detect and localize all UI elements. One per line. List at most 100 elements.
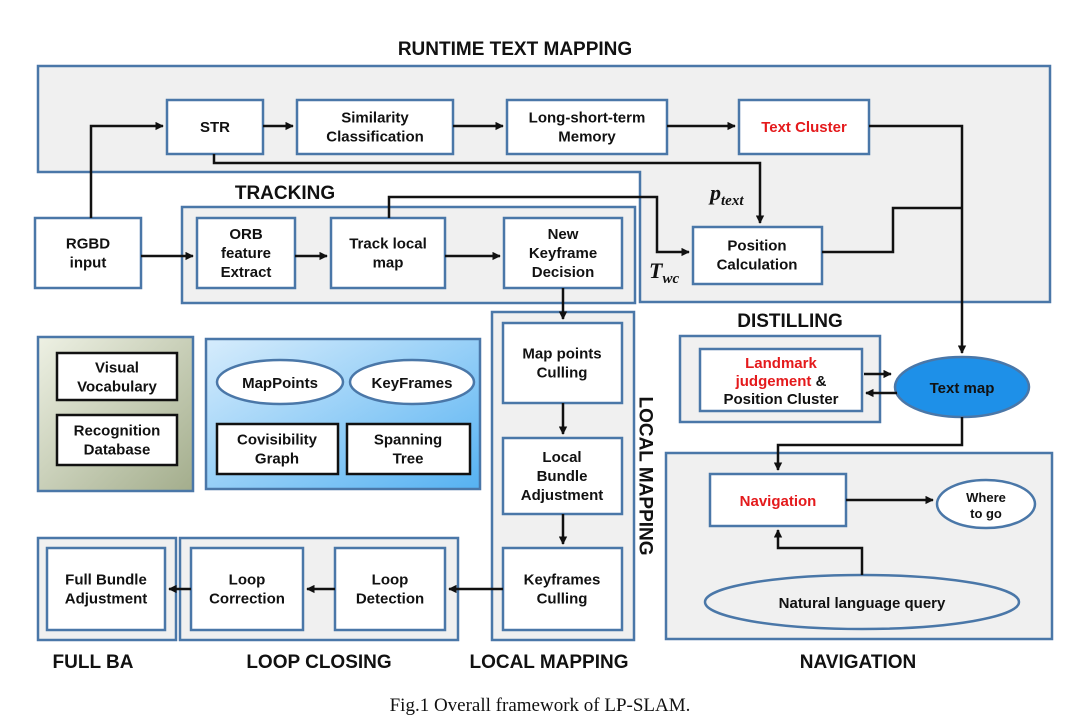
heading-distilling: DISTILLING — [737, 311, 843, 332]
new-keyframe-label-line: Decision — [532, 264, 595, 281]
edge-query-to-navigation — [773, 529, 864, 575]
new-keyframe-label-line: New — [548, 226, 579, 243]
track-local-map-label-line: map — [373, 254, 404, 271]
map-points-culling-label-line: Culling — [537, 364, 588, 381]
visual-vocabulary-label-line: Vocabulary — [77, 378, 157, 395]
full-bundle-box — [45, 546, 167, 632]
edge-str-to-position — [212, 154, 765, 224]
where-to-go-label-line: to go — [970, 506, 1002, 521]
where-to-go-label-line: Where — [966, 490, 1006, 505]
nl-query-label: Natural language query — [779, 595, 946, 612]
position-calculation-box — [691, 225, 824, 286]
recognition-database-label-line: Recognition — [74, 422, 161, 439]
landmark-line1: Landmark — [745, 355, 817, 372]
edge-text-map-to-navigation — [773, 417, 964, 471]
lstm-label-line: Memory — [558, 128, 616, 145]
t-wc-base: T — [649, 258, 664, 283]
heading-loop-closing: LOOP CLOSING — [246, 652, 391, 673]
str-label: STR — [200, 119, 230, 136]
p-text-subscript: text — [721, 193, 744, 209]
edge-rgbd-to-str — [89, 121, 164, 218]
visual-vocabulary-box — [55, 351, 179, 402]
full-bundle-label-line: Full Bundle — [65, 571, 147, 588]
recognition-database-box — [55, 413, 179, 467]
edge-text-cluster-to-text-map — [869, 124, 967, 354]
full-bundle-label-line: Adjustment — [65, 590, 148, 607]
str-label-line: STR — [200, 119, 230, 136]
visual-vocabulary-label-line: Visual — [95, 359, 139, 376]
orb-feature-label-line: Extract — [221, 264, 272, 281]
keyframes-culling-label-line: Culling — [537, 590, 588, 607]
text-cluster-label-line: Text Cluster — [761, 119, 847, 136]
keyframes-culling-box — [501, 546, 624, 632]
where-to-go-ellipse — [935, 478, 1037, 530]
keyframes-label: KeyFrames — [372, 375, 453, 392]
lstm-label-line: Long-short-term — [529, 109, 646, 126]
loop-detection-label-line: Detection — [356, 590, 424, 607]
loop-correction-label-line: Loop — [229, 571, 266, 588]
t-wc-annotation: Twc — [649, 258, 679, 287]
edge-position-to-join — [822, 206, 962, 254]
keyframes-label-line: KeyFrames — [372, 375, 453, 392]
new-keyframe-label-line: Keyframe — [529, 245, 597, 262]
similarity-classification-label-line: Classification — [326, 128, 424, 145]
rgbd-input-label: RGBD input — [66, 235, 110, 271]
orb-feature-label-line: feature — [221, 245, 271, 262]
p-text-base: p — [708, 180, 721, 205]
similarity-classification-label-line: Similarity — [341, 109, 409, 126]
edge-track-to-position — [387, 195, 690, 257]
t-wc-subscript: wc — [662, 271, 679, 287]
landmark-line2: judgement & — [735, 373, 827, 390]
new-keyframe-box — [502, 216, 624, 290]
text-cluster-label: Text Cluster — [761, 119, 847, 136]
rgbd-input-label-line: input — [70, 254, 107, 271]
loop-correction-box — [189, 546, 305, 632]
rgbd-input-label-line: RGBD — [66, 235, 110, 252]
local-ba-label-line: Adjustment — [521, 487, 604, 504]
p-text-annotation: ptext — [708, 180, 744, 209]
map-points-culling-box — [501, 321, 624, 405]
heading-local-mapping: LOCAL MAPPING — [469, 652, 628, 673]
map-points-culling-label-line: Map points — [522, 345, 601, 362]
loop-correction-label-line: Correction — [209, 590, 285, 607]
landmark-ampersand: & — [811, 373, 826, 390]
local-ba-box — [501, 436, 624, 516]
landmark-judgement-word: judgement — [735, 373, 812, 390]
covisibility-label-line: Graph — [255, 450, 299, 467]
keyframes-culling-label-line: Keyframes — [524, 571, 601, 588]
text-map-label: Text map — [930, 380, 995, 397]
covisibility-label-line: Covisibility — [237, 431, 318, 448]
spanning-tree-label-line: Spanning — [374, 431, 442, 448]
orb-feature-box — [195, 216, 297, 290]
track-local-map-box — [329, 216, 447, 290]
navigation-label: Navigation — [740, 493, 817, 510]
mappoints-label: MapPoints — [242, 375, 318, 392]
rgbd-input-box — [33, 216, 143, 290]
spanning-tree-label-line: Tree — [393, 450, 424, 467]
landmark-judgement-box — [698, 347, 864, 413]
figure-caption: Fig.1 Overall framework of LP-SLAM. — [390, 695, 691, 716]
heading-full-ba: FULL BA — [53, 652, 134, 673]
mappoints-ellipse — [215, 358, 345, 406]
covisibility-box — [215, 422, 340, 476]
recognition-database-label-line: Database — [84, 441, 151, 458]
loop-detection-label-line: Loop — [372, 571, 409, 588]
text-map-label-line: Text map — [930, 380, 995, 397]
loop-detection-box — [333, 546, 447, 632]
local-ba-label-line: Bundle — [537, 468, 588, 485]
